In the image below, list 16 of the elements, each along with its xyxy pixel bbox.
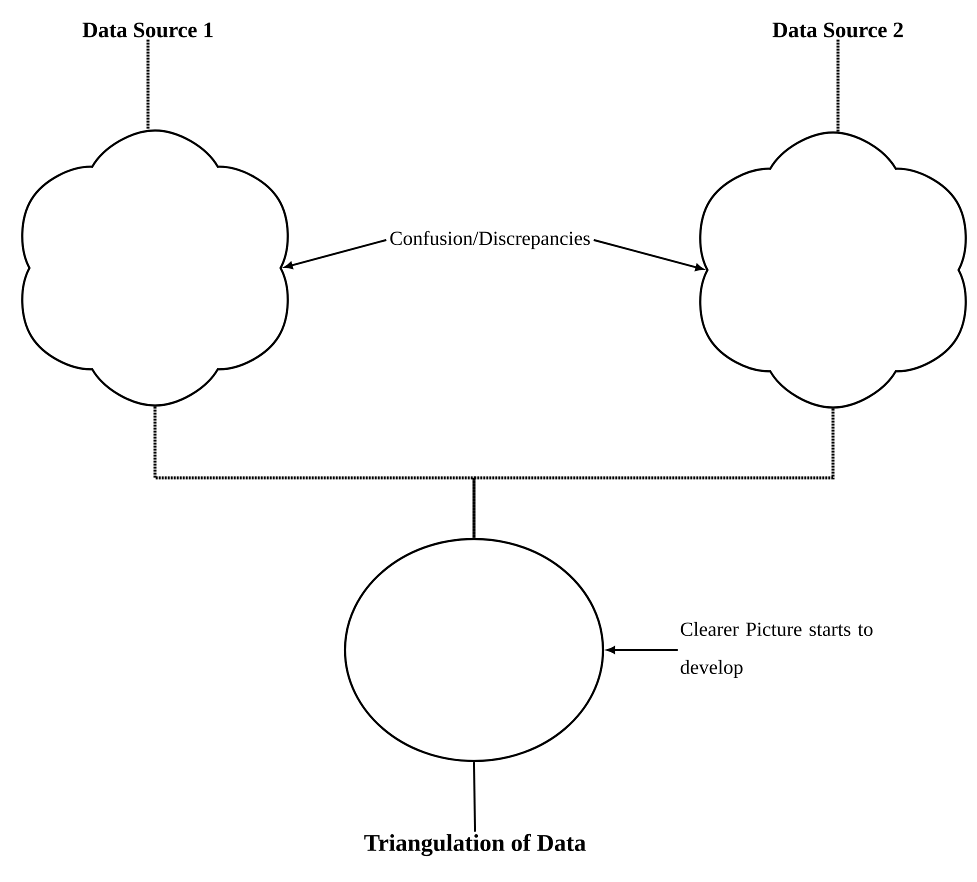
connector-line [154,406,476,538]
heading-text: Data Source 2 [772,22,903,38]
heading-text: Data Source 1 [82,22,213,38]
cloud-shape [699,131,967,409]
connector-line [146,40,150,130]
arrow [593,239,704,271]
connector-line [836,40,840,132]
connector-line [473,762,476,832]
circle-shape [344,538,604,762]
heading-text: Triangulation of Data [364,834,586,856]
connector-line [472,408,834,538]
annotation-text: Confusion/Discrepancies [390,230,590,250]
cloud-shape [21,129,289,407]
arrow [606,646,678,654]
annotation-text: Clearer Picture starts to develop [680,622,873,678]
arrow [284,239,387,269]
